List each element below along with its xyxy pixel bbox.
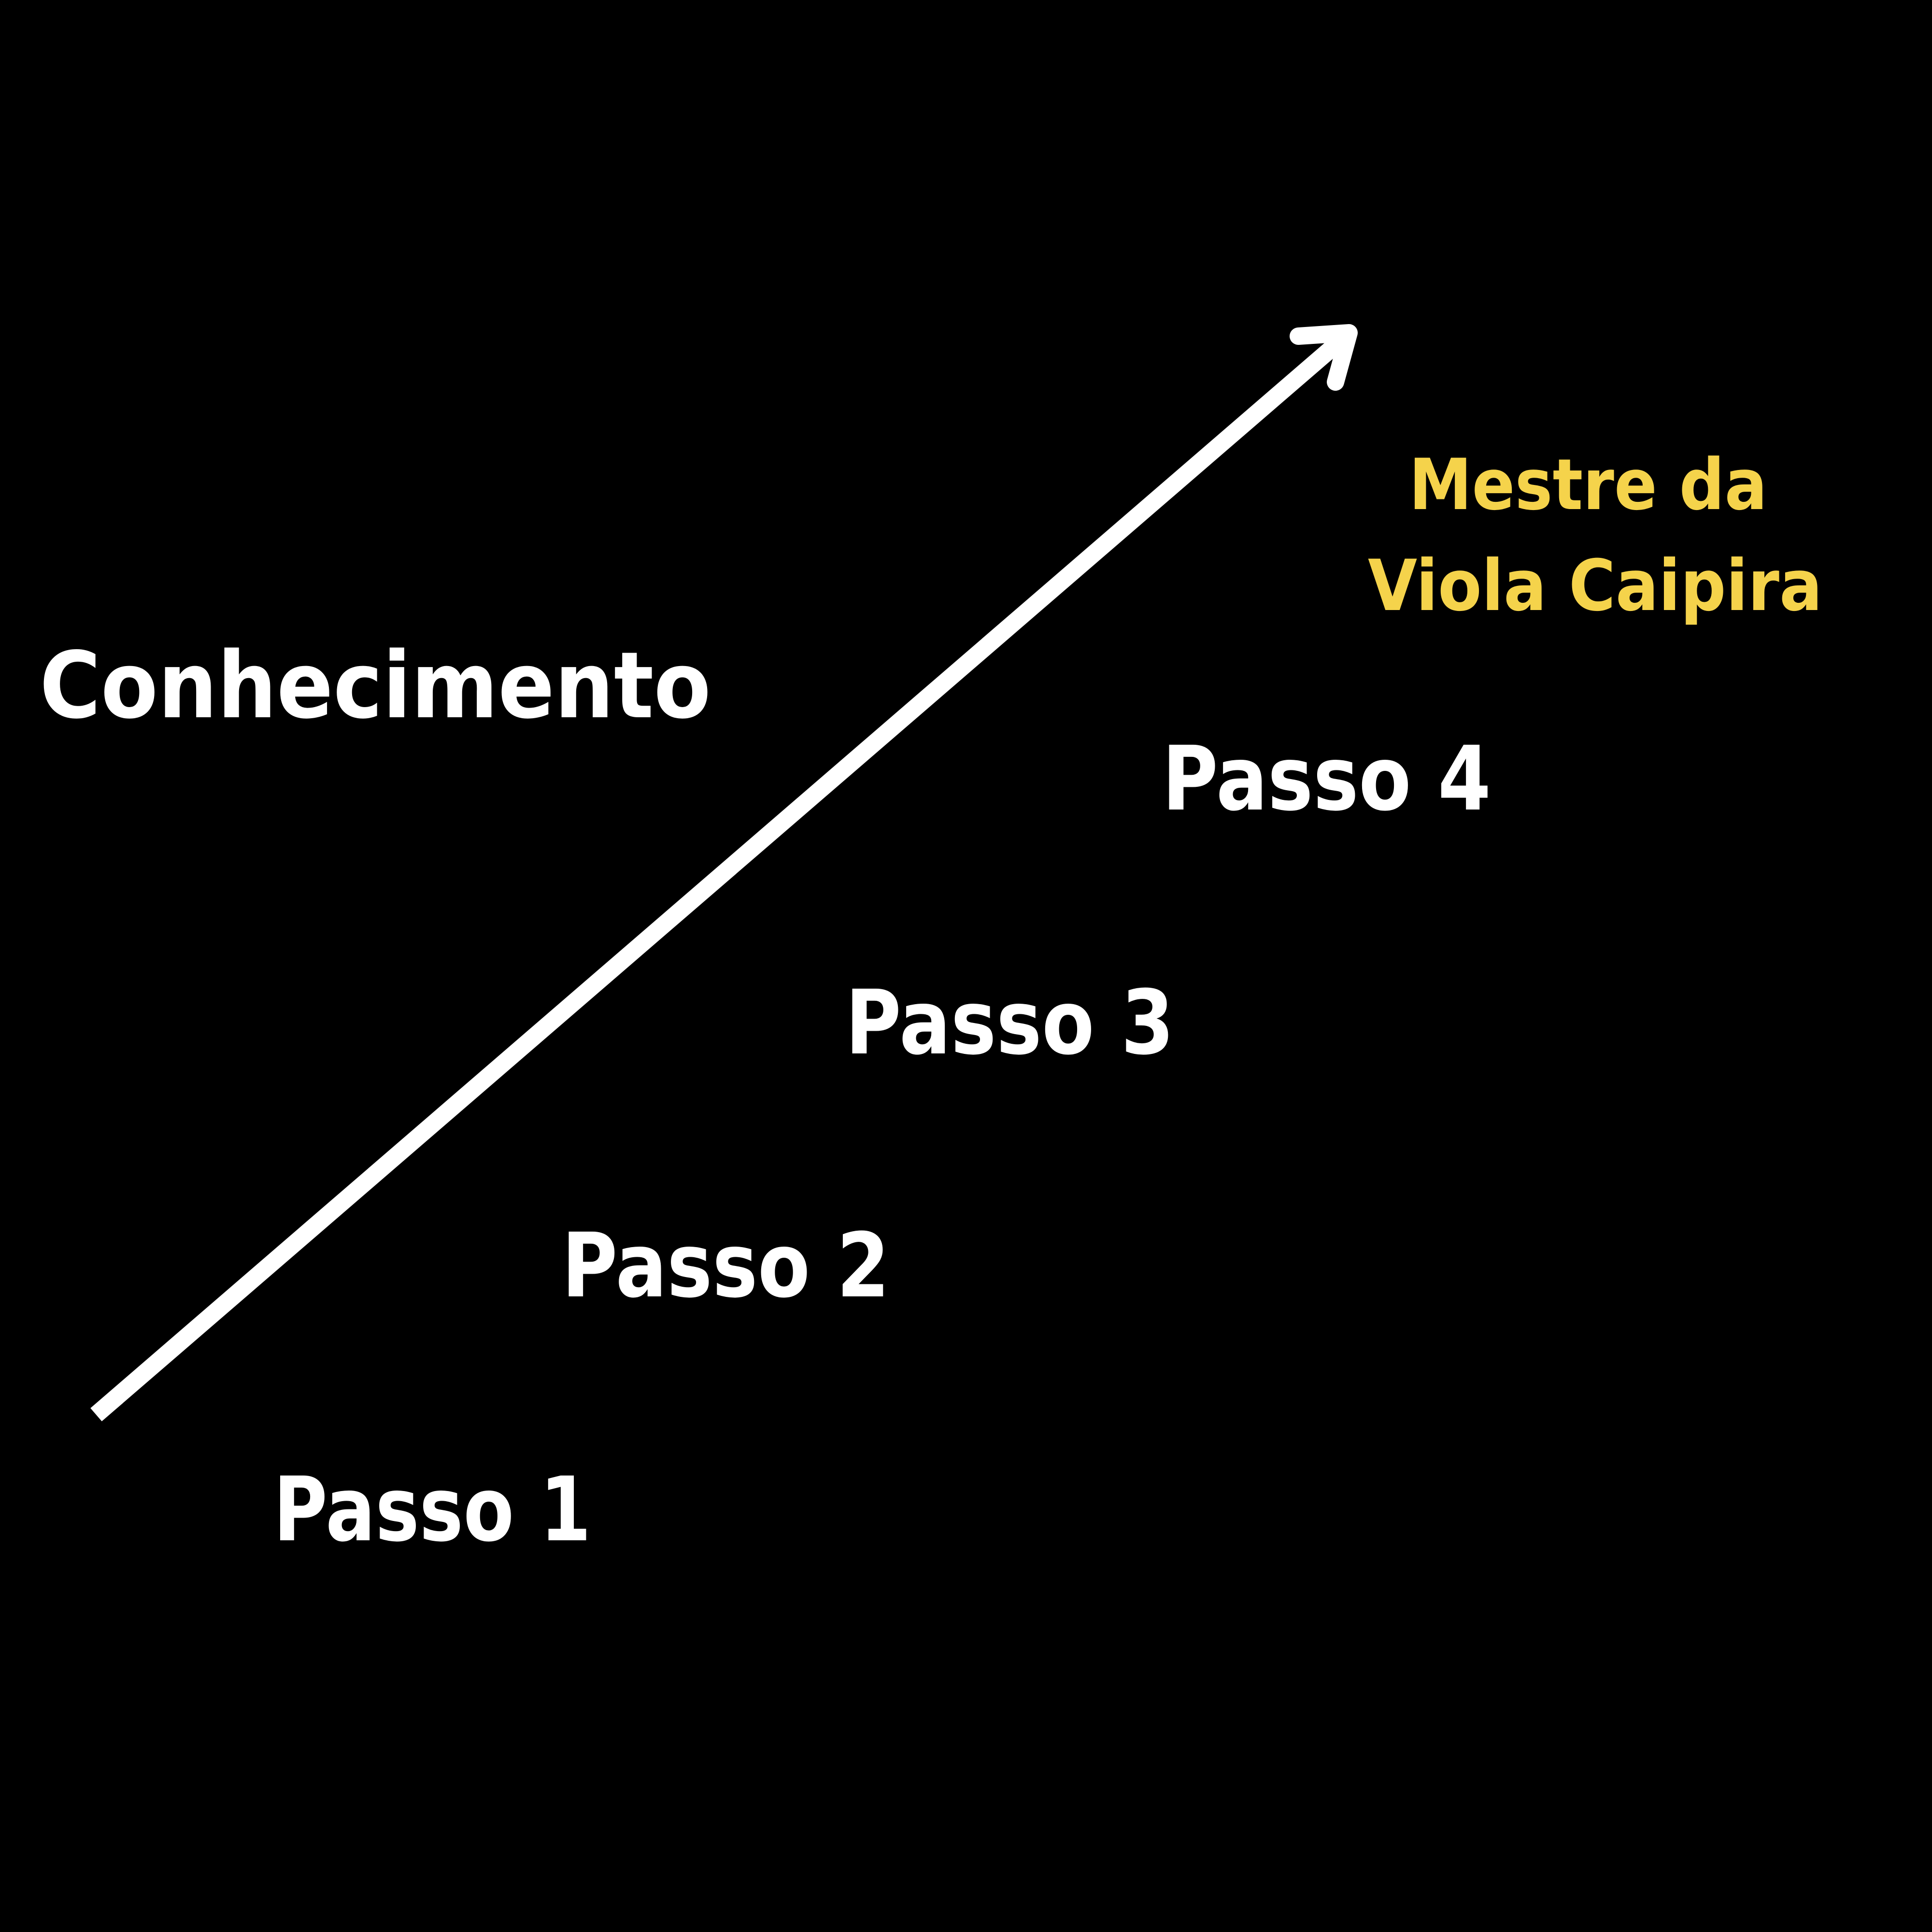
- goal-line-1: Mestre da: [1409, 444, 1767, 526]
- step-label-3: Passo 3: [845, 971, 1174, 1075]
- arrow-shaft: [90, 336, 1344, 1421]
- step-label-1: Passo 1: [273, 1458, 591, 1562]
- goal-line-2: Viola Caipira: [1368, 545, 1822, 627]
- arrow-icon: [90, 324, 1358, 1421]
- step-label-2: Passo 2: [562, 1214, 890, 1318]
- axis-label: Conhecimento: [40, 632, 711, 739]
- step-label-4: Passo 4: [1162, 727, 1491, 831]
- arrow-head: [1290, 324, 1358, 391]
